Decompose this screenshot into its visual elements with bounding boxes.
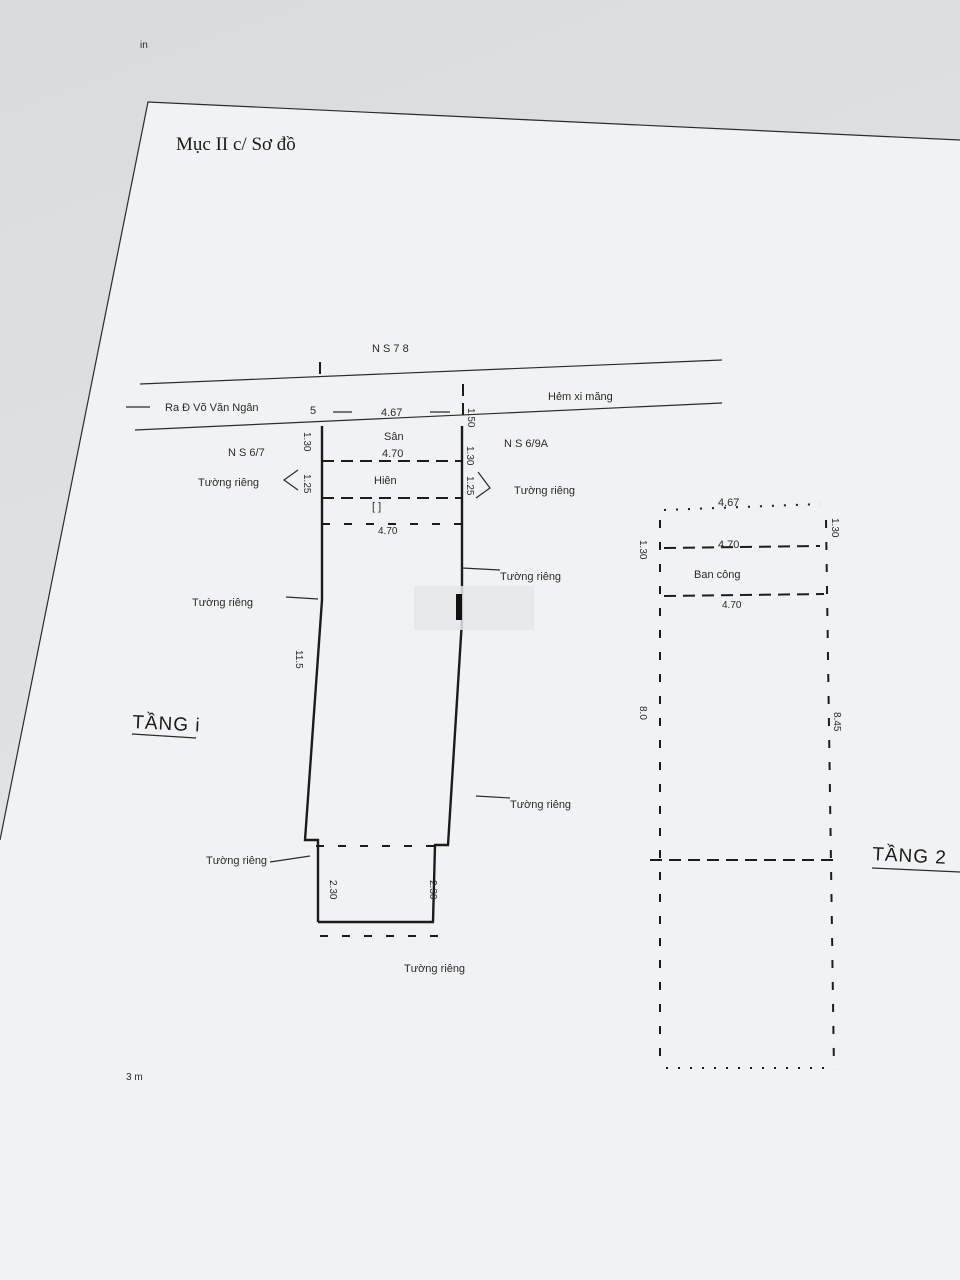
alley-label: Hẻm xi măng (548, 391, 613, 403)
f2-front-width: 4.67 (718, 497, 739, 509)
f2-balcony-width: 4.70 (718, 539, 739, 551)
floor-2-label: TẦNG 2 (872, 843, 948, 869)
floor-1-plan: 4.67 Sân 4.70 Hiên [ ] 4.70 1.30 1.25 1.… (132, 407, 575, 975)
floor-1-label-underline (131, 733, 197, 739)
f1-left-wall-arrow (282, 469, 299, 491)
road-right-offset: 1.50 (465, 408, 476, 428)
f1-lower-wall-left-label: Tường riêng (206, 855, 267, 867)
f2-length-right: 8.45 (831, 712, 842, 732)
frame-border (0, 101, 960, 841)
floor-1-label: TẦNG i (132, 711, 201, 737)
f1-right-dim-a: 1.30 (464, 446, 475, 466)
f1-lower-wall-right-label: Tường riêng (510, 799, 571, 811)
redacted-area (414, 586, 534, 630)
north-neighbor-label: N S 7 8 (372, 343, 409, 355)
f1-porch-marker: [ ] (372, 501, 381, 513)
f1-right-neighbor: N S 6/9A (504, 438, 549, 450)
f2-left-dim: 1.30 (637, 540, 648, 560)
f2-inner-width: 4.70 (722, 600, 742, 611)
f1-length-dim: 11.5 (293, 650, 304, 669)
f1-left-neighbor: N S 6/7 (228, 447, 265, 459)
f1-left-wall-label: Tường riêng (198, 477, 259, 489)
f1-right-wall-label: Tường riêng (514, 485, 575, 497)
background-surface (0, 0, 960, 840)
f1-left-dim-a: 1.30 (301, 432, 312, 452)
f2-right-dim: 1.30 (829, 518, 840, 538)
f1-inner-width: 4.70 (378, 526, 398, 537)
f1-side-wall-right-label: Tường riêng (500, 571, 561, 583)
f1-left-dim-b: 1.25 (301, 474, 312, 494)
f1-yard-label: Sân (384, 431, 404, 443)
corner-logo: in (140, 40, 148, 51)
floor-2-label-underline (871, 867, 960, 873)
section-title: Mục II c/ Sơ đồ (176, 134, 296, 155)
f1-rear-left-dim: 2.30 (327, 880, 338, 900)
road-line-top (139, 359, 723, 385)
f1-porch-label: Hiên (374, 475, 397, 487)
f2-balcony-rear (663, 593, 825, 597)
road-direction-label: Ra Đ Võ Văn Ngân (165, 402, 259, 414)
f1-yard-width: 4.70 (382, 448, 403, 460)
paper-sheet (0, 102, 960, 1280)
f1-side-wall-left-leader (285, 596, 319, 600)
f1-side-wall-left-label: Tường riêng (192, 597, 253, 609)
f1-right-wall (431, 426, 464, 923)
ink-mark (456, 594, 462, 620)
f1-rear-right-dim: 2.30 (427, 880, 438, 900)
f2-right-wall (825, 519, 835, 1071)
f2-balcony-front (663, 545, 821, 549)
f1-left-wall (303, 426, 324, 922)
f2-length-left: 8.0 (637, 706, 648, 720)
road-left-offset: 5 (310, 405, 316, 417)
f1-bottom-wall-label: Tường riêng (404, 963, 465, 975)
stamp-mark: 3 m (126, 1072, 143, 1083)
f1-right-dim-b: 1.25 (464, 476, 475, 496)
f2-balcony-label: Ban công (694, 569, 740, 581)
road-line-bottom (134, 402, 723, 431)
f1-side-wall-right-leader (461, 567, 501, 571)
f1-right-wall-arrow (475, 471, 491, 499)
f1-lower-wall-left-leader (269, 855, 311, 863)
f1-lower-wall-right-leader (475, 795, 511, 799)
f1-front-width: 4.67 (381, 407, 402, 419)
floor-2-plan: 4.67 4.70 Ban công 4.70 1.30 1.30 8.0 8.… (637, 497, 960, 1071)
